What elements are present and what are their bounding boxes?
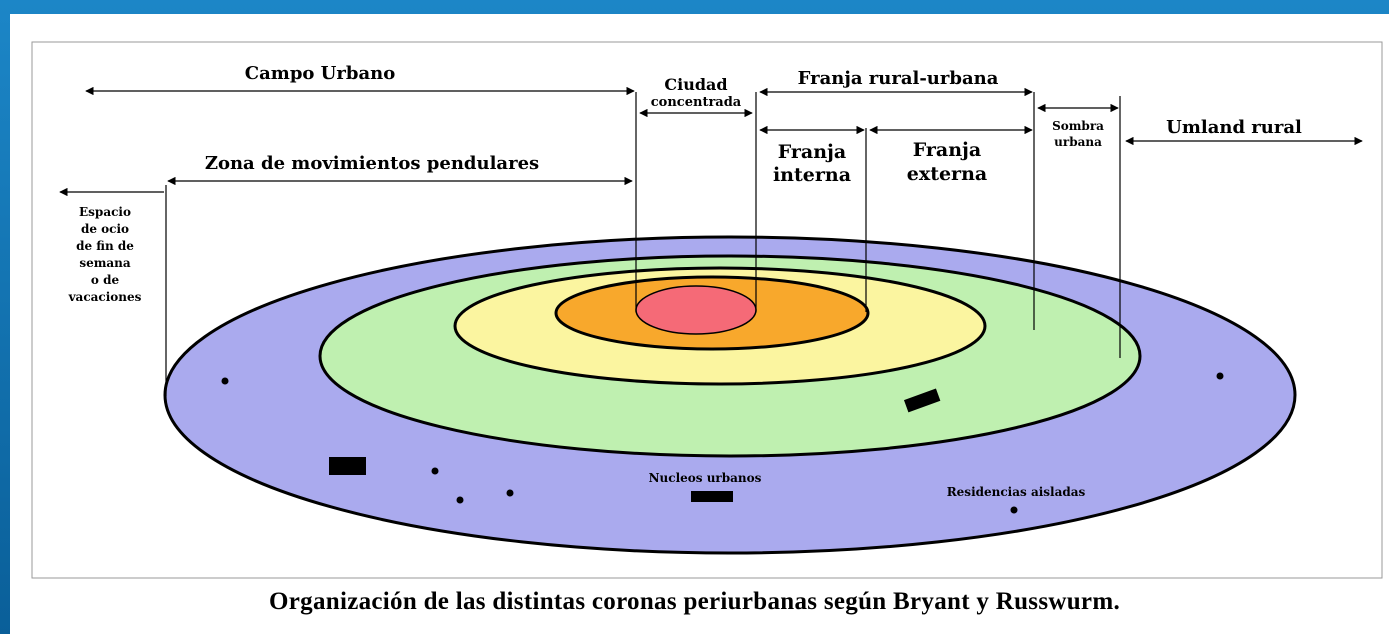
residence-dot — [431, 467, 439, 475]
label-sombra-2: urbana — [1054, 135, 1102, 149]
label-espacio-2: de ocio — [81, 222, 129, 236]
residence-dot — [1216, 372, 1224, 380]
label-umland-rural: Umland rural — [1166, 117, 1302, 138]
boundary-lines — [165, 92, 1121, 396]
label-ciudad-1: Ciudad — [664, 75, 727, 94]
ring-ciudad-concentrada — [635, 285, 757, 335]
settlement-markers — [221, 372, 1224, 514]
label-franja-externa-1: Franja — [913, 139, 981, 161]
residence-dot — [1010, 506, 1018, 514]
label-residencias-aisladas: Residencias aisladas — [947, 485, 1086, 499]
label-espacio-5: o de — [91, 273, 120, 287]
label-ciudad-2: concentrada — [651, 95, 742, 110]
label-franja-rural-urbana: Franja rural-urbana — [798, 68, 999, 89]
dimension-arrows — [59, 86, 1363, 197]
urban-nucleus-marker — [691, 491, 733, 502]
label-zona-movimientos: Zona de movimientos pendulares — [205, 153, 539, 174]
residence-dot — [506, 489, 514, 497]
label-nucleos-urbanos: Nucleos urbanos — [649, 471, 762, 485]
label-franja-interna-1: Franja — [778, 141, 846, 163]
urban-nucleus-marker — [903, 388, 941, 413]
label-espacio-4: semana — [79, 256, 131, 270]
label-campo-urbano: Campo Urbano — [245, 63, 395, 84]
label-franja-interna-2: interna — [773, 164, 851, 186]
residence-dot — [456, 496, 464, 504]
label-espacio-6: vacaciones — [68, 290, 142, 304]
label-sombra-1: Sombra — [1052, 119, 1104, 133]
figure-caption: Organización de las distintas coronas pe… — [269, 588, 1120, 615]
residence-dot — [221, 377, 229, 385]
label-franja-externa-2: externa — [907, 163, 987, 185]
urban-nucleus-marker — [329, 457, 366, 475]
label-espacio-3: de fin de — [76, 239, 134, 253]
label-espacio-1: Espacio — [79, 205, 131, 219]
